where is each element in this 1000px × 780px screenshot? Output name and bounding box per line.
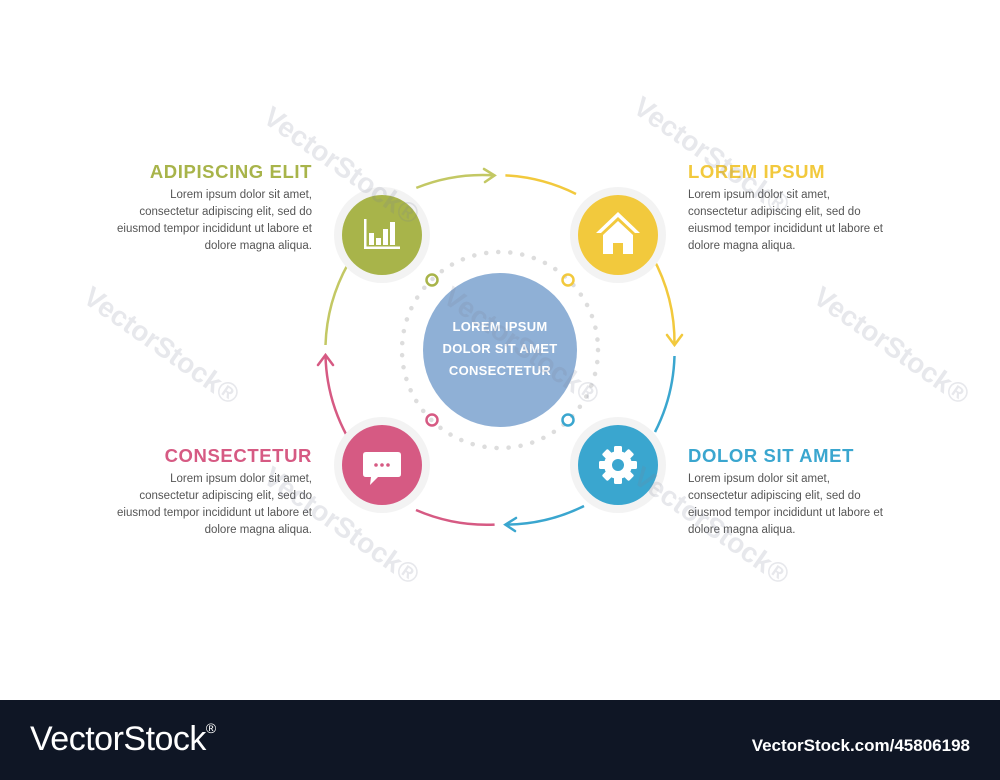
registered-mark: ® [205,720,216,736]
gear-icon [599,446,637,484]
step-title-dolor: DOLOR SIT AMET [688,445,854,466]
small-ring-bottom-right [561,413,575,427]
desc-line: eiusmod tempor incididunt ut labore et [688,507,883,519]
desc-line: eiusmod tempor incididunt ut labore et [117,223,312,235]
step-desc-adipiscing: Lorem ipsum dolor sit amet, consectetur … [117,187,312,255]
stock-id: VectorStock.com/45806198 [751,736,970,755]
arrow-left [316,352,335,367]
step-title-lorem: LOREM IPSUM [688,161,826,182]
step-title-adipiscing: ADIPISCING ELIT [149,161,312,182]
small-ring-bottom-left [425,413,439,427]
node-dolor [570,417,666,513]
brand-logo: VectorStock® [30,720,216,759]
arc-blue-bottom [505,504,585,526]
desc-line: consectetur adipiscing elit, sed do [139,206,312,218]
desc-line: consectetur adipiscing elit, sed do [688,490,861,502]
desc-line: Lorem ipsum dolor sit amet, [170,473,312,485]
chat-bubble-icon [363,452,401,485]
node-lorem [570,187,666,283]
desc-line: Lorem ipsum dolor sit amet, [688,473,830,485]
desc-line: consectetur adipiscing elit, sed do [139,490,312,502]
arc-olive-left [324,263,350,346]
arc-yellow-top [505,174,577,196]
step-title-consectetur: CONSECTETUR [164,445,312,466]
cycle-diagram [316,167,684,533]
arrow-bottom [503,516,518,533]
desc-line: eiusmod tempor incididunt ut labore et [117,507,312,519]
desc-line: dolore magna aliqua. [204,240,312,252]
node-adipiscing [334,187,430,283]
desc-line: Lorem ipsum dolor sit amet, [688,189,830,201]
small-ring-top-left [425,273,439,287]
node-circle [342,195,422,275]
small-ring-top-right [561,273,575,287]
arc-pink-bottom [415,508,495,526]
arc-pink-left [324,355,349,437]
arc-blue-right [653,355,676,433]
center-circle [423,273,577,427]
desc-line: eiusmod tempor incididunt ut labore et [688,223,883,235]
desc-line: Lorem ipsum dolor sit amet, [170,189,312,201]
footer-bar: VectorStock® VectorStock.com/45806198 [0,700,1000,780]
center-line-2: DOLOR SIT AMET [442,341,558,356]
arrow-top [482,167,497,184]
step-desc-lorem: Lorem ipsum dolor sit amet, consectetur … [688,187,883,255]
step-desc-consectetur: Lorem ipsum dolor sit amet, consectetur … [117,471,312,539]
center-label: LOREM IPSUM DOLOR SIT AMET CONSECTETUR [400,316,600,382]
dotted-ring [399,249,601,451]
desc-line: consectetur adipiscing elit, sed do [688,206,861,218]
brand-name: VectorStock [30,720,206,758]
arc-olive-to-yellow [415,173,495,190]
node-consectetur [334,417,430,513]
arc-yellow-right [650,255,676,346]
center-line-3: CONSECTETUR [448,363,552,378]
arrow-right [665,333,684,348]
desc-line: dolore magna aliqua. [204,524,312,536]
desc-line: dolore magna aliqua. [688,240,796,252]
home-icon [596,212,640,254]
desc-line: dolore magna aliqua. [688,524,796,536]
center-line-1: LOREM IPSUM [452,319,548,334]
step-desc-dolor: Lorem ipsum dolor sit amet, consectetur … [688,471,883,539]
bar-chart-icon [364,219,400,249]
